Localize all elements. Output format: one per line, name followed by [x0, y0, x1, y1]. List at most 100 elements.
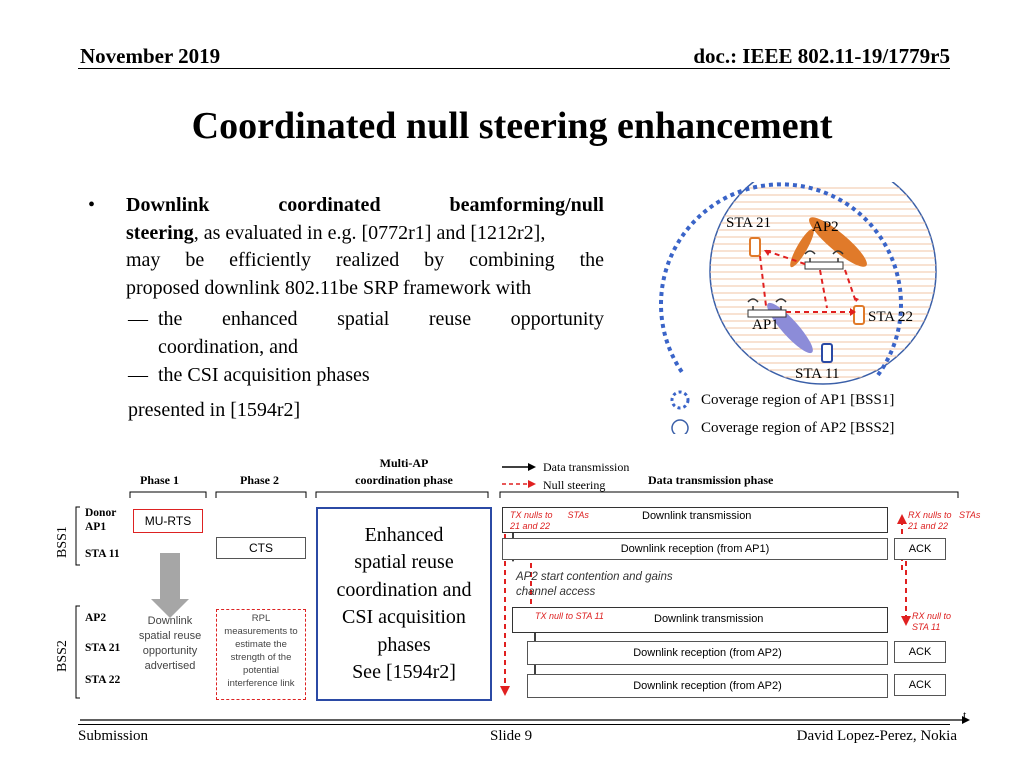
row-label-donor-ap1: Donor AP1 — [85, 506, 116, 534]
mu-rts-frame: MU-RTS — [133, 509, 203, 533]
multi-ap-line1: Multi-AP — [379, 456, 429, 470]
bss2-legend-icon — [671, 419, 689, 434]
topo-label-sta22: STA 22 — [868, 309, 914, 325]
sub-item-1-line-b: coordination, and — [158, 335, 298, 358]
sta11-reception-box: Downlink reception (from AP1) — [502, 538, 888, 560]
topo-label-sta21: STA 21 — [726, 215, 772, 231]
bss1-coverage-arc — [659, 182, 903, 377]
header-doc-id: doc.: IEEE 802.11-19/1779r5 — [693, 44, 950, 68]
note-line: RPL — [251, 613, 271, 624]
enhanced-line: CSI acquisition — [342, 606, 466, 628]
rx-null-sta11-note: RX null to STA 11 — [912, 611, 951, 633]
note-line: 21 and 22 — [510, 521, 551, 531]
note-line: opportunity — [142, 645, 198, 657]
note-line: AP2 start contention and gains — [516, 571, 673, 583]
rx-nulls-note: RX nulls to STAs 21 and 22 — [908, 510, 980, 532]
topo-label-ap1: AP1 — [752, 317, 779, 333]
row-label-ap2: AP2 — [85, 612, 107, 624]
ap1-downlink-tx-box — [502, 507, 888, 533]
sta11-ack-frame: ACK — [894, 538, 946, 560]
bss2-text: BSS2 — [55, 640, 70, 672]
note-line: Downlink — [147, 615, 193, 627]
bullet-line-3: may be efficiently realized by combining… — [126, 249, 604, 271]
header-rule — [78, 68, 950, 69]
ap2-beam-main — [809, 217, 867, 267]
legend-bss1: Coverage region of AP1 [BSS1] — [701, 392, 895, 408]
bss1-legend-icon — [670, 390, 690, 410]
bss1-label: BSS1 — [55, 486, 71, 558]
footer-submission: Submission — [78, 728, 149, 744]
footer-author: David Lopez-Perez, Nokia — [796, 728, 957, 744]
sub-item-1-line-a: the enhanced spatial reuse opportunity — [158, 308, 604, 330]
note-line: spatial reuse — [138, 630, 202, 642]
ap1-router-icon — [747, 309, 787, 318]
note-line: RX null to — [912, 611, 952, 621]
multi-ap-line2: coordination phase — [355, 473, 453, 487]
bullet-dot: • — [88, 194, 96, 216]
word: beamforming/null — [449, 194, 604, 216]
ap1-downlink-tx-label: Downlink transmission — [642, 510, 752, 522]
note-line: interference link — [227, 678, 295, 689]
sub-dash-2: — — [128, 364, 148, 386]
ap2-router-icon — [804, 261, 844, 270]
cts-frame: CTS — [216, 537, 306, 559]
footer-slide-number: Slide 9 — [490, 728, 533, 744]
note-line: potential — [243, 665, 279, 676]
text: , as evaluated in e.g. [0772r1] and [121… — [193, 221, 546, 244]
ap1-text: AP1 — [85, 521, 107, 533]
bullet-line-4: proposed downlink 802.11be SRP framework… — [126, 276, 532, 299]
note-line: advertised — [144, 660, 196, 672]
phase2-label: Phase 2 — [240, 473, 279, 487]
null-steering-arrows — [759, 249, 857, 313]
ap2-downlink-tx-box — [512, 607, 888, 633]
enhanced-line: See [1594r2] — [352, 661, 456, 683]
enhanced-line: spatial reuse — [354, 551, 454, 573]
note-line: STA 11 — [912, 622, 941, 632]
legend-bss2: Coverage region of AP2 [BSS2] — [701, 420, 895, 436]
ap2-beam-side — [790, 228, 814, 268]
enhanced-line: Enhanced — [364, 523, 444, 546]
sta11-phone-icon — [821, 343, 833, 363]
note-line: 21 and 22 — [908, 521, 949, 531]
bullet-line-1: Downlink coordinated beamforming/null — [126, 192, 604, 220]
tx-null-sta11-note: TX null to STA 11 — [535, 611, 604, 621]
row-label-sta21: STA 21 — [85, 642, 121, 654]
sta21-reception-box: Downlink reception (from AP2) — [527, 641, 888, 665]
slide-title: Coordinated null steering enhancement — [191, 105, 833, 147]
bullet-line-2: steering, as evaluated in e.g. [0772r1] … — [126, 220, 604, 248]
ap2-downlink-tx-label: Downlink transmission — [654, 613, 764, 625]
sta22-reception-box: Downlink reception (from AP2) — [527, 674, 888, 698]
multi-ap-phase-label: Multi-AP coordination phase — [320, 455, 488, 489]
bss1-text: BSS1 — [55, 526, 70, 558]
note-line: TX nulls to STAs — [510, 510, 589, 520]
note-line: measurements to — [224, 626, 298, 637]
topo-label-sta11: STA 11 — [795, 366, 840, 382]
enhanced-line: phases — [377, 633, 431, 656]
donor-text: Donor — [85, 507, 117, 519]
bullet-tail: presented in [1594r2] — [128, 399, 301, 421]
note-line: channel access — [516, 586, 596, 598]
tx-nulls-note: TX nulls to STAs 21 and 22 — [510, 510, 589, 532]
coverage-legend-icons — [670, 390, 690, 434]
footer-rule — [78, 724, 950, 725]
header-date: November 2019 — [80, 44, 221, 68]
sta21-ack-frame: ACK — [894, 641, 946, 663]
word: coordinated — [278, 194, 381, 216]
row-label-sta22: STA 22 — [85, 674, 121, 686]
phase1-note: Downlink spatial reuse opportunity adver… — [128, 614, 212, 674]
sta22-phone-icon — [853, 305, 865, 325]
phase1-down-arrow — [160, 553, 180, 599]
time-axis-label: t — [963, 708, 967, 722]
note-line: strength of the — [230, 652, 292, 663]
enhanced-line: coordination and — [336, 578, 472, 601]
bss2-label: BSS2 — [55, 600, 71, 672]
sta22-ack-frame: ACK — [894, 674, 946, 696]
phase1-label: Phase 1 — [140, 473, 179, 487]
word: Downlink — [126, 194, 210, 216]
data-phase-label: Data transmission phase — [648, 473, 774, 487]
phase-brackets — [75, 491, 959, 699]
bullet-paragraph: Downlink coordinated beamforming/null st… — [126, 192, 604, 302]
topology-diagram — [659, 182, 937, 385]
sta21-phone-icon — [749, 237, 761, 257]
sub-dash-1: — — [128, 308, 148, 330]
